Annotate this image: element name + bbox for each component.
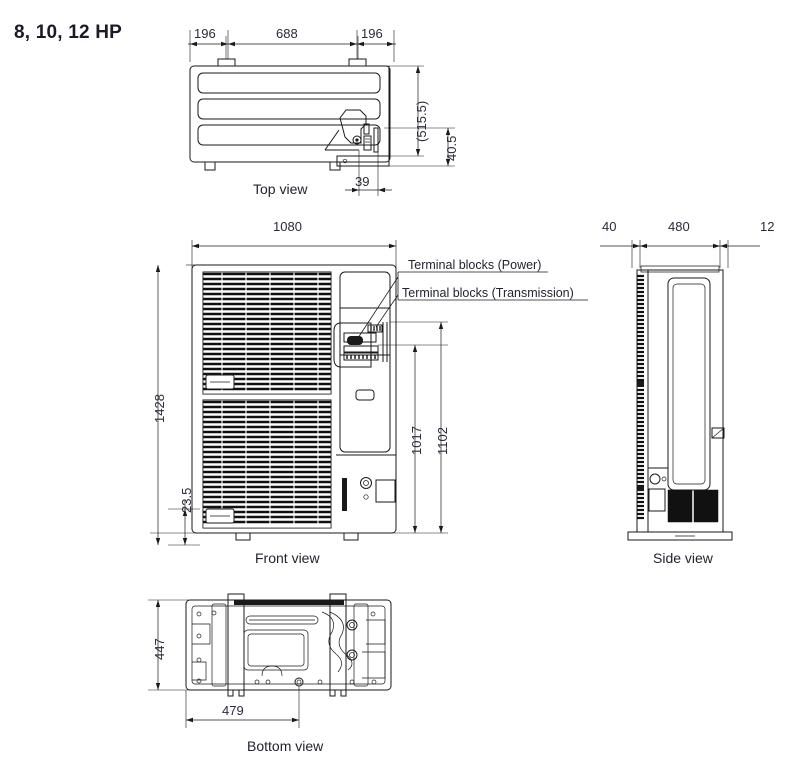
top-view-geometry xyxy=(188,30,455,196)
label-side-view: Side view xyxy=(653,550,713,566)
dim-side-rear-gap: 40 xyxy=(602,219,617,234)
bottom-view-geometry xyxy=(148,593,392,728)
grille-upper xyxy=(202,271,332,395)
dim-front-width: 1080 xyxy=(273,219,302,234)
dim-side-body-depth: 480 xyxy=(668,219,690,234)
front-view-geometry xyxy=(150,240,588,546)
callout-terminal-blocks-power: Terminal blocks (Power) xyxy=(408,258,542,272)
dim-bottom-depth: 447 xyxy=(152,638,167,660)
grille-lower xyxy=(202,399,332,529)
dim-side-front-gap: 12 xyxy=(760,219,775,234)
label-top-view: Top view xyxy=(253,181,308,197)
label-front-view: Front view xyxy=(255,550,320,566)
page-title: 8, 10, 12 HP xyxy=(14,22,123,43)
callout-terminal-blocks-transmission: Terminal blocks (Transmission) xyxy=(402,286,574,300)
dim-top-right-pitch: 196 xyxy=(361,26,383,41)
side-view-geometry xyxy=(600,240,760,541)
label-bottom-view: Bottom view xyxy=(247,738,324,754)
dim-top-center-pitch: 688 xyxy=(276,26,298,41)
dim-top-left-pitch: 196 xyxy=(194,26,216,41)
dim-bottom-foot-pitch: 479 xyxy=(222,703,244,718)
dim-top-pipe-offset: 39 xyxy=(355,174,370,189)
